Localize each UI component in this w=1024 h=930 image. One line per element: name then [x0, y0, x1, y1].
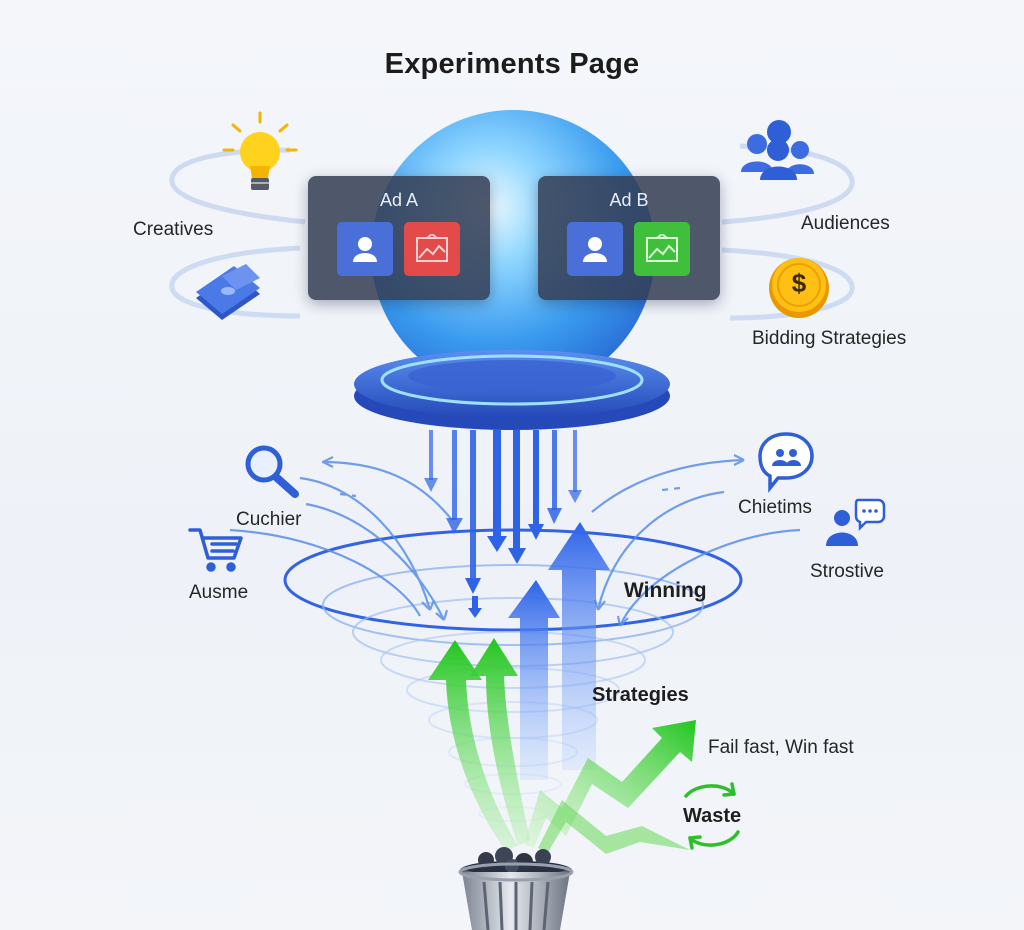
user-icon	[567, 222, 623, 276]
audience-group-icon	[741, 120, 814, 180]
dollar-coin-icon	[769, 258, 829, 318]
recycle-icon	[684, 782, 740, 850]
label-audiences: Audiences	[801, 213, 890, 234]
ad-a-title: Ad A	[379, 190, 419, 210]
money-icon	[196, 264, 260, 320]
image-icon	[634, 222, 690, 276]
trash-can-icon	[458, 847, 574, 930]
person-chat-icon	[826, 498, 886, 546]
ad-b-title: Ad B	[609, 190, 649, 210]
orbit-rings	[169, 143, 855, 321]
label-cuchier: Cuchier	[236, 509, 302, 530]
label-strategies: Strategies	[592, 684, 689, 706]
swirl-arrows-left	[229, 456, 453, 621]
label-creatives: Creatives	[133, 219, 214, 240]
image-icon	[404, 222, 460, 276]
label-bidding-strategies: Bidding Strategies	[752, 328, 907, 349]
sphere-platform	[354, 350, 670, 430]
page-title: Experiments Page	[384, 48, 640, 80]
ad-a-card: Ad A	[308, 176, 490, 300]
label-strostive: Strostive	[810, 561, 884, 582]
dollar-sign-glyph: $	[791, 268, 807, 298]
label-fail-fast-win-fast: Fail fast, Win fast	[708, 737, 854, 758]
user-icon	[337, 222, 393, 276]
lightbulb-icon	[222, 111, 298, 190]
green-up-arrows	[428, 638, 696, 854]
down-arrows	[424, 430, 582, 618]
label-waste: Waste	[683, 805, 742, 827]
shopping-cart-icon	[188, 528, 243, 572]
chat-bubble-icon	[758, 432, 814, 493]
label-winning: Winning	[624, 579, 707, 602]
ad-b-card: Ad B	[538, 176, 720, 300]
label-chietims: Chietims	[738, 497, 812, 518]
winning-up-arrows	[508, 522, 610, 780]
search-icon	[245, 445, 299, 498]
label-ausme: Ausme	[189, 582, 249, 603]
